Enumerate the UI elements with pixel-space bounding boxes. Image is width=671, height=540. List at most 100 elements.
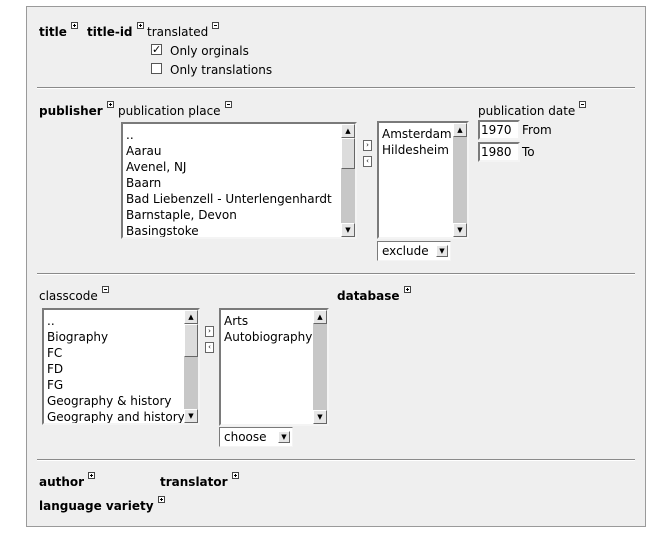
place-mode-value: exclude [382,244,429,258]
list-item[interactable]: Avenel, NJ [126,160,187,174]
scroll-down-icon[interactable]: ▼ [313,410,327,424]
scroll-up-icon[interactable]: ▲ [184,310,198,324]
list-item[interactable]: Basingstoke [126,224,199,238]
scroll-thumb[interactable] [184,324,198,357]
section-divider [37,87,635,89]
chevron-left-icon: ‹ [208,343,211,351]
translated-label: translated [147,25,209,39]
author-field: author [39,472,96,489]
publication-date-collapse-icon[interactable] [579,101,587,108]
scroll-thumb[interactable] [341,138,355,169]
publication-date-label: publication date [478,104,576,118]
scroll-up-icon[interactable]: ▲ [341,124,355,138]
publisher-expand-icon[interactable] [106,101,114,108]
chevron-down-icon[interactable]: ▼ [436,245,448,257]
place-mode-select[interactable]: exclude ▼ [377,241,451,261]
database-field: database [337,286,411,303]
list-item[interactable]: Hildesheim [382,143,449,157]
publisher-field: publisher [39,101,114,118]
remove-place-button[interactable]: ‹ [363,156,372,167]
list-item[interactable]: Barnstaple, Devon [126,208,237,222]
title-expand-icon[interactable] [70,22,78,29]
translated-field: translated [147,22,220,39]
author-expand-icon[interactable] [88,472,96,479]
translator-label: translator [160,475,228,489]
add-classcode-button[interactable]: › [205,326,214,337]
place-scrollbar[interactable]: ▲ ▼ [341,124,355,237]
list-item[interactable]: Aarau [126,144,162,158]
search-form-panel: title title-id translated ✓ Only orginal… [26,6,646,527]
title-field: title [39,22,78,39]
only-originals-checkbox[interactable]: ✓ [151,44,162,55]
translator-expand-icon[interactable] [231,472,239,479]
chevron-right-icon: › [208,327,211,335]
remove-classcode-button[interactable]: ‹ [205,342,214,353]
list-item[interactable]: Geography & history [47,394,172,408]
classcode-mode-value: choose [224,430,267,444]
translator-field: translator [160,472,239,489]
publication-date-field: publication date [478,101,587,118]
classcode-mode-select[interactable]: choose ▼ [219,427,293,447]
database-expand-icon[interactable] [403,286,411,293]
list-item[interactable]: Biography [47,330,109,344]
list-item[interactable]: Baarn [126,176,162,190]
title-id-label: title-id [87,25,133,39]
selected-places-scrollbar[interactable]: ▲ ▼ [453,123,467,237]
publication-place-collapse-icon[interactable] [224,101,232,108]
classcode-field: classcode [39,286,109,303]
date-to-label: To [522,145,535,159]
classcode-label: classcode [39,289,98,303]
section-divider [37,273,635,275]
publication-place-options: .. Aarau Avenel, NJ Baarn Bad Liebenzell… [126,127,332,238]
only-translations-checkbox[interactable] [151,63,162,74]
title-id-field: title-id [87,22,144,39]
scroll-down-icon[interactable]: ▼ [184,409,198,423]
selected-places-options: Amsterdam Hildesheim [382,126,452,158]
list-item[interactable]: FC [47,346,63,360]
list-item[interactable]: Arts [224,314,249,328]
only-originals-label: Only orginals [170,44,249,58]
selected-classcode-options: Arts Autobiography [224,313,312,345]
classcode-listbox[interactable]: .. Biography FC FD FG Geography & histor… [42,308,200,425]
publication-place-label: publication place [118,104,221,118]
translated-collapse-icon[interactable] [212,22,220,29]
date-from-label: From [522,123,552,137]
language-variety-expand-icon[interactable] [157,496,165,503]
language-variety-label: language variety [39,499,154,513]
list-item[interactable]: Geography and history [47,410,185,424]
language-variety-field: language variety [39,496,165,513]
publication-place-listbox[interactable]: .. Aarau Avenel, NJ Baarn Bad Liebenzell… [121,122,357,239]
chevron-down-icon[interactable]: ▼ [278,431,290,443]
scroll-down-icon[interactable]: ▼ [341,223,355,237]
list-item[interactable]: .. [126,128,134,142]
title-id-expand-icon[interactable] [136,22,144,29]
classcode-collapse-icon[interactable] [101,286,109,293]
selected-classcode-listbox[interactable]: Arts Autobiography ▲ ▼ [219,308,329,426]
chevron-right-icon: › [366,141,369,149]
section-divider [37,459,635,461]
chevron-left-icon: ‹ [366,157,369,165]
date-from-input[interactable] [478,120,520,140]
list-item[interactable]: .. [47,314,55,328]
classcode-scrollbar[interactable]: ▲ ▼ [184,310,198,423]
add-place-button[interactable]: › [363,140,372,151]
scroll-up-icon[interactable]: ▲ [313,310,327,324]
list-item[interactable]: FD [47,362,64,376]
publication-place-field: publication place [118,101,232,118]
selected-places-listbox[interactable]: Amsterdam Hildesheim ▲ ▼ [377,121,469,239]
publisher-label: publisher [39,104,103,118]
scroll-up-icon[interactable]: ▲ [453,123,467,137]
scroll-down-icon[interactable]: ▼ [453,223,467,237]
database-label: database [337,289,400,303]
only-translations-label: Only translations [170,63,273,77]
title-label: title [39,25,67,39]
list-item[interactable]: Bad Liebenzell - Unterlengenhardt [126,192,332,206]
author-label: author [39,475,85,489]
list-item[interactable]: FG [47,378,64,392]
classcode-options: .. Biography FC FD FG Geography & histor… [47,313,185,424]
check-icon: ✓ [152,43,162,56]
list-item[interactable]: Amsterdam [382,127,452,141]
list-item[interactable]: Autobiography [224,330,313,344]
date-to-input[interactable] [478,142,520,162]
selected-classcode-scrollbar[interactable]: ▲ ▼ [313,310,327,424]
